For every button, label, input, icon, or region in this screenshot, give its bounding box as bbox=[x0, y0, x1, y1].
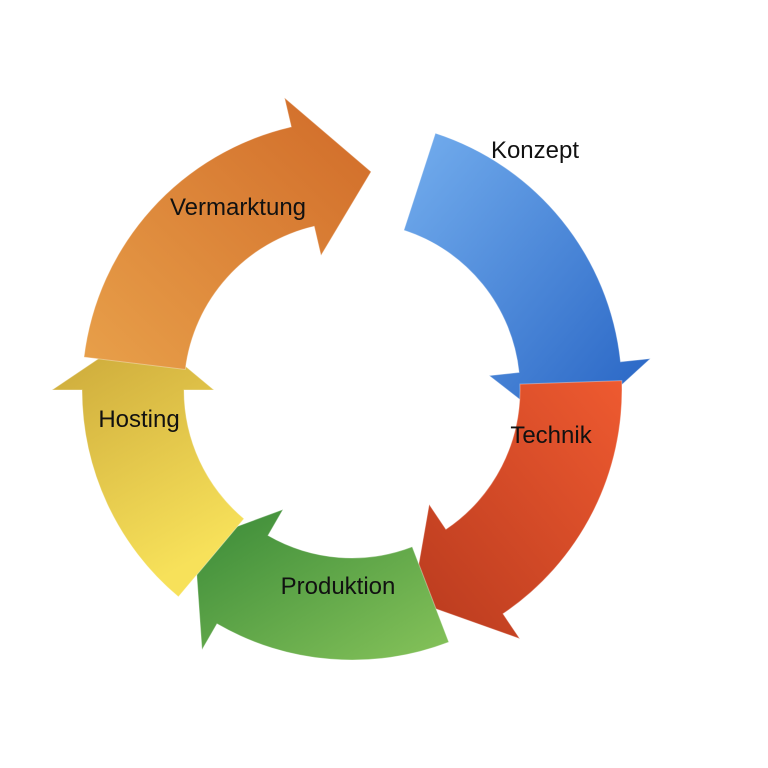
cycle-arrows bbox=[50, 96, 652, 661]
arrow-segment-vermarktung bbox=[83, 96, 372, 371]
arrow-segment-konzept bbox=[403, 132, 652, 437]
step-label-hosting: Hosting bbox=[98, 406, 179, 433]
step-label-technik: Technik bbox=[510, 422, 592, 449]
step-label-konzept: Konzept bbox=[491, 137, 579, 164]
step-label-produktion: Produktion bbox=[281, 573, 396, 600]
arrow-segment-technik bbox=[411, 380, 623, 640]
arrow-segment-hosting bbox=[50, 328, 245, 598]
step-label-vermarktung: Vermarktung bbox=[170, 194, 306, 221]
arrow-segment-produktion bbox=[193, 508, 450, 661]
